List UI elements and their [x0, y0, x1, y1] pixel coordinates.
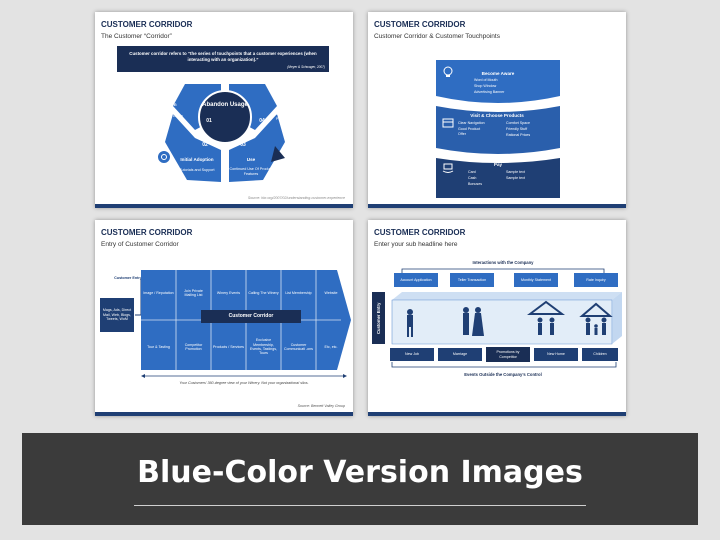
interactions-bracket [401, 268, 605, 274]
corridor-hexagon-diagram [165, 84, 285, 182]
corridor-cell: Products / Services [213, 344, 244, 349]
visit-left-item: Good Product Offer [458, 127, 481, 136]
channels-box: Mags, Ads, Direct Mail, Web, Blogs, Twee… [100, 298, 134, 332]
corridor-center-label: Customer Corridor [201, 310, 301, 323]
slide-subtitle: Entry of Customer Corridor [101, 241, 179, 248]
interaction-box: Account Application [394, 273, 438, 287]
slide-title: CUSTOMER CORRIDOR [374, 228, 466, 237]
corridor-caption: Your Customers’ 360-degree view of your … [179, 381, 309, 385]
visit-label: Visit & Choose Products [470, 113, 524, 118]
mastery-desc: Continued Use Of Product Features [275, 112, 305, 121]
quote-source: (Meyer & Schwager, 2007) [287, 64, 325, 69]
evaluation-label: Evaluation [153, 102, 177, 107]
step-03: 03 [240, 142, 246, 148]
slide-subtitle: Customer Corridor & Customer Touchpoints [374, 33, 500, 40]
caption-bracket [141, 374, 347, 378]
customer-entry-label: Customer Entry [114, 276, 142, 280]
slide-customer-corridor-3[interactable]: CUSTOMER CORRIDOR Entry of Customer Corr… [95, 220, 353, 416]
visit-right-item: Rational Prices [506, 133, 531, 137]
corridor-cell: Calling The Winery [248, 290, 279, 295]
corridor-cell: Etc, etc. [324, 344, 338, 349]
slide-subtitle: The Customer “Corridor” [101, 33, 172, 40]
visit-left-item: Clear Navigation [458, 121, 485, 125]
pay-left-item: Cash [468, 176, 477, 180]
initial-adoption-desc: Tutorials and Support [179, 168, 215, 172]
funnel-pay [436, 158, 560, 198]
interaction-box: Rate Inquiry [574, 273, 618, 287]
corridor-tube [391, 292, 622, 345]
slide-customer-corridor-1[interactable]: CUSTOMER CORRIDOR The Customer “Corridor… [95, 12, 353, 208]
corridor-cell: Exclusive Membership, Events, Tastings, … [249, 338, 278, 356]
customer-entry-label: Customer Entry [372, 292, 385, 344]
visit-right-item: Friendly Stuff [506, 127, 528, 131]
event-box: Marriage [438, 348, 482, 361]
event-box: Children [582, 348, 618, 361]
pay-label: Pay [493, 162, 503, 167]
corridor-cell: Website [324, 290, 338, 295]
hand-card-icon [442, 163, 454, 173]
use-label: Use [246, 157, 256, 162]
corridor-cell: Winery Events [216, 290, 241, 295]
segment-use [229, 114, 285, 182]
aware-item: Word of Mouth [474, 78, 498, 82]
corridor-cell: Image / Reputation [143, 290, 174, 295]
event-box: New Home [534, 348, 578, 361]
corridor-cell: Competitor Promotion [184, 342, 203, 351]
event-box: New Job [390, 348, 434, 361]
corridor-cell: Tour & Tasting [147, 344, 170, 349]
banner-title: Blue-Color Version Images [137, 455, 583, 490]
arrow-head [271, 146, 285, 162]
center-label: Abandon Usage [202, 102, 248, 108]
visit-right-item: Comfort Space [506, 121, 530, 125]
slide-customer-corridor-4[interactable]: CUSTOMER CORRIDOR Enter your sub headlin… [368, 220, 626, 416]
slide-subtitle: Enter your sub headline here [374, 241, 458, 248]
version-banner: Blue-Color Version Images [22, 433, 698, 525]
banner-underline [134, 505, 586, 506]
pay-right-item: Sample text [506, 176, 525, 180]
center-circle [198, 90, 252, 144]
step-01: 01 [206, 118, 212, 124]
corridor-cell: Join Private Mailing List [184, 288, 203, 297]
initial-adoption-label: Initial Adoption [180, 157, 214, 162]
quote-text: Customer corridor refers to “the series … [129, 51, 317, 62]
interactions-label: Interactions with the Company [472, 260, 534, 265]
aware-item: Advertising Banner [474, 90, 505, 94]
source-note: Source: hbr.org/2007/02/understanding-cu… [247, 196, 345, 200]
slide-title: CUSTOMER CORRIDOR [374, 20, 466, 29]
gear-icon [157, 150, 171, 164]
pay-left-item: Card [468, 170, 476, 174]
lightbulb-icon [443, 66, 453, 77]
funnel-shape [436, 60, 560, 198]
slide-customer-corridor-2[interactable]: CUSTOMER CORRIDOR Customer Corridor & Cu… [368, 12, 626, 208]
storefront-icon [442, 118, 454, 128]
funnel-visit [436, 106, 560, 154]
events-bracket [391, 362, 617, 368]
source-note: Source: Bennett Valley Group [297, 404, 345, 408]
events-label: Events Outside the Company’s Control [464, 372, 542, 377]
segment-initial-adoption [165, 114, 221, 182]
aware-item: Shop Window [474, 84, 497, 88]
evaluation-desc: Product Trial of Demo [147, 114, 183, 118]
pay-right-item: Sample text [506, 170, 525, 174]
slide-title: CUSTOMER CORRIDOR [101, 20, 193, 29]
aware-label: Become Aware [481, 71, 515, 76]
step-04: 04 [259, 118, 265, 124]
interaction-box: Monthly Statement [514, 273, 558, 287]
event-box: Promotions by Competitor [486, 347, 530, 362]
funnel-aware [436, 60, 560, 103]
corridor-cell: List Membership [285, 290, 312, 295]
mastery-label: Mastery [281, 102, 299, 107]
pay-left-item: Bonuses [468, 182, 482, 186]
interaction-box: Teller Transaction [450, 273, 494, 287]
definition-quote: Customer corridor refers to “the series … [117, 46, 329, 72]
use-desc: Continued Use Of Product Features [229, 167, 273, 176]
step-02: 02 [202, 142, 208, 148]
corridor-cell: Customer Communicati -ons [284, 342, 313, 351]
slide-title: CUSTOMER CORRIDOR [101, 228, 193, 237]
